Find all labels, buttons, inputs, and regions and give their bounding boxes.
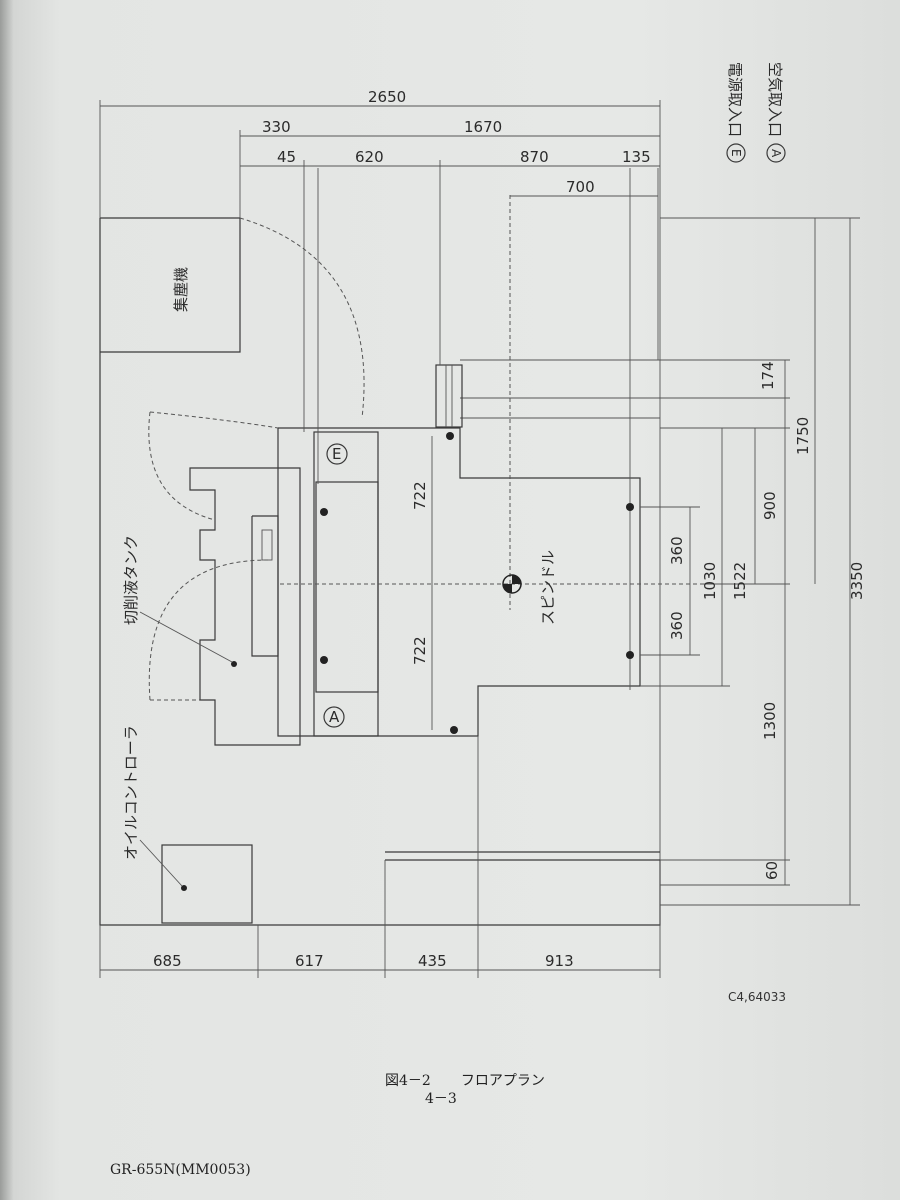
dim-360-upper: 360 bbox=[668, 536, 686, 565]
page-number: 4－3 bbox=[425, 1091, 457, 1107]
oil-controller-label: オイルコントローラ bbox=[122, 725, 140, 860]
legend-label: 電源取入口 bbox=[726, 62, 744, 137]
power-inlet-icon bbox=[326, 443, 348, 465]
figure-title: フロアプラン bbox=[460, 1073, 545, 1089]
legend: E 電源取入口 A 空気取入口 bbox=[726, 62, 786, 163]
dim-60: 60 bbox=[763, 861, 781, 880]
figure-number: 図4－2 bbox=[385, 1073, 431, 1089]
power-inlet-marker: E bbox=[332, 445, 341, 463]
dim-1030: 1030 bbox=[701, 562, 719, 600]
spindle-label: スピンドル bbox=[539, 550, 557, 625]
dim-135: 135 bbox=[622, 148, 651, 166]
legend-label: 空気取入口 bbox=[766, 62, 784, 137]
top-dimensions bbox=[99, 100, 661, 432]
dim-330: 330 bbox=[262, 118, 291, 136]
figure-caption: 図4－2 フロアプラン bbox=[385, 1070, 575, 1090]
dim-1750: 1750 bbox=[794, 417, 812, 455]
legend-item-air-inlet: A 空気取入口 bbox=[766, 62, 786, 163]
air-inlet-legend-icon bbox=[766, 143, 786, 163]
anchor-points bbox=[181, 432, 634, 891]
right-dimensions bbox=[431, 217, 860, 906]
dim-617: 617 bbox=[295, 952, 324, 970]
legend-symbol: E bbox=[729, 149, 743, 157]
dim-913: 913 bbox=[545, 952, 574, 970]
dim-2650: 2650 bbox=[368, 88, 406, 106]
dust-collector-label: 集塵機 bbox=[172, 267, 190, 312]
dim-1522: 1522 bbox=[731, 562, 749, 600]
dim-620: 620 bbox=[355, 148, 384, 166]
legend-item-power-inlet: E 電源取入口 bbox=[726, 62, 746, 163]
dim-435: 435 bbox=[418, 952, 447, 970]
dim-45: 45 bbox=[277, 148, 296, 166]
dim-1300: 1300 bbox=[761, 702, 779, 740]
air-inlet-icon bbox=[323, 706, 345, 728]
dim-3350: 3350 bbox=[848, 562, 866, 600]
dim-700: 700 bbox=[566, 178, 595, 196]
legend-symbol: A bbox=[769, 149, 783, 158]
dim-870: 870 bbox=[520, 148, 549, 166]
air-inlet-marker: A bbox=[329, 708, 340, 726]
machine-outline bbox=[99, 217, 661, 926]
dim-1670: 1670 bbox=[464, 118, 502, 136]
dim-685: 685 bbox=[153, 952, 182, 970]
dim-900: 900 bbox=[761, 491, 779, 520]
dim-360-lower: 360 bbox=[668, 611, 686, 640]
dim-174: 174 bbox=[759, 361, 777, 390]
power-inlet-legend-icon bbox=[726, 143, 746, 163]
coolant-tank-label: 切削液タンク bbox=[122, 535, 140, 625]
page-binding-edge bbox=[0, 0, 14, 1200]
drawing-number: C4,64033 bbox=[728, 990, 787, 1004]
bottom-dimensions bbox=[99, 736, 661, 978]
document-code: GR-655N(MM0053) bbox=[110, 1162, 251, 1178]
center-lines bbox=[280, 168, 700, 690]
dim-722-lower: 722 bbox=[411, 636, 429, 665]
dim-722-upper: 722 bbox=[411, 481, 429, 510]
